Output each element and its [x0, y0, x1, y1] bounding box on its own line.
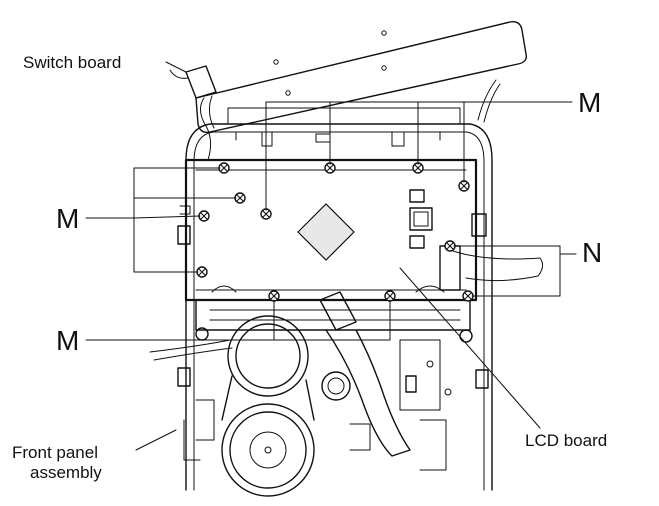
label-m-top: M: [578, 87, 601, 118]
leader-lines: [85, 61, 577, 451]
label-switch-board: Switch board: [23, 53, 121, 72]
lcd-board: [177, 158, 544, 302]
switch-board: [169, 20, 528, 161]
label-n: N: [582, 237, 602, 268]
small-gear: [321, 371, 351, 401]
screw-m-top-4: [458, 180, 470, 192]
labels: Switch board M M M N LCD board Front pan…: [12, 53, 607, 482]
connector-1: [409, 189, 425, 203]
chassis-frame: [185, 107, 493, 491]
lcd-chip: [297, 203, 355, 261]
side-connector-left: [177, 225, 191, 245]
side-connector-right: [471, 213, 487, 237]
flex-cable: [319, 291, 357, 331]
label-m-left: M: [56, 203, 79, 234]
pulley-lower: [221, 403, 315, 497]
screw-m-bottom-2: [384, 290, 396, 302]
screw-m-top-2: [324, 162, 336, 174]
screws-n: [444, 240, 474, 302]
pulley-upper: [227, 315, 309, 397]
label-front-panel-line1: Front panel: [12, 443, 98, 462]
label-m-bottom: M: [56, 325, 79, 356]
label-lcd-board: LCD board: [525, 431, 607, 450]
connector-3: [409, 235, 425, 249]
lower-mechanism: [149, 291, 489, 497]
label-front-panel-line2: assembly: [30, 463, 102, 482]
connector-2: [409, 207, 433, 231]
